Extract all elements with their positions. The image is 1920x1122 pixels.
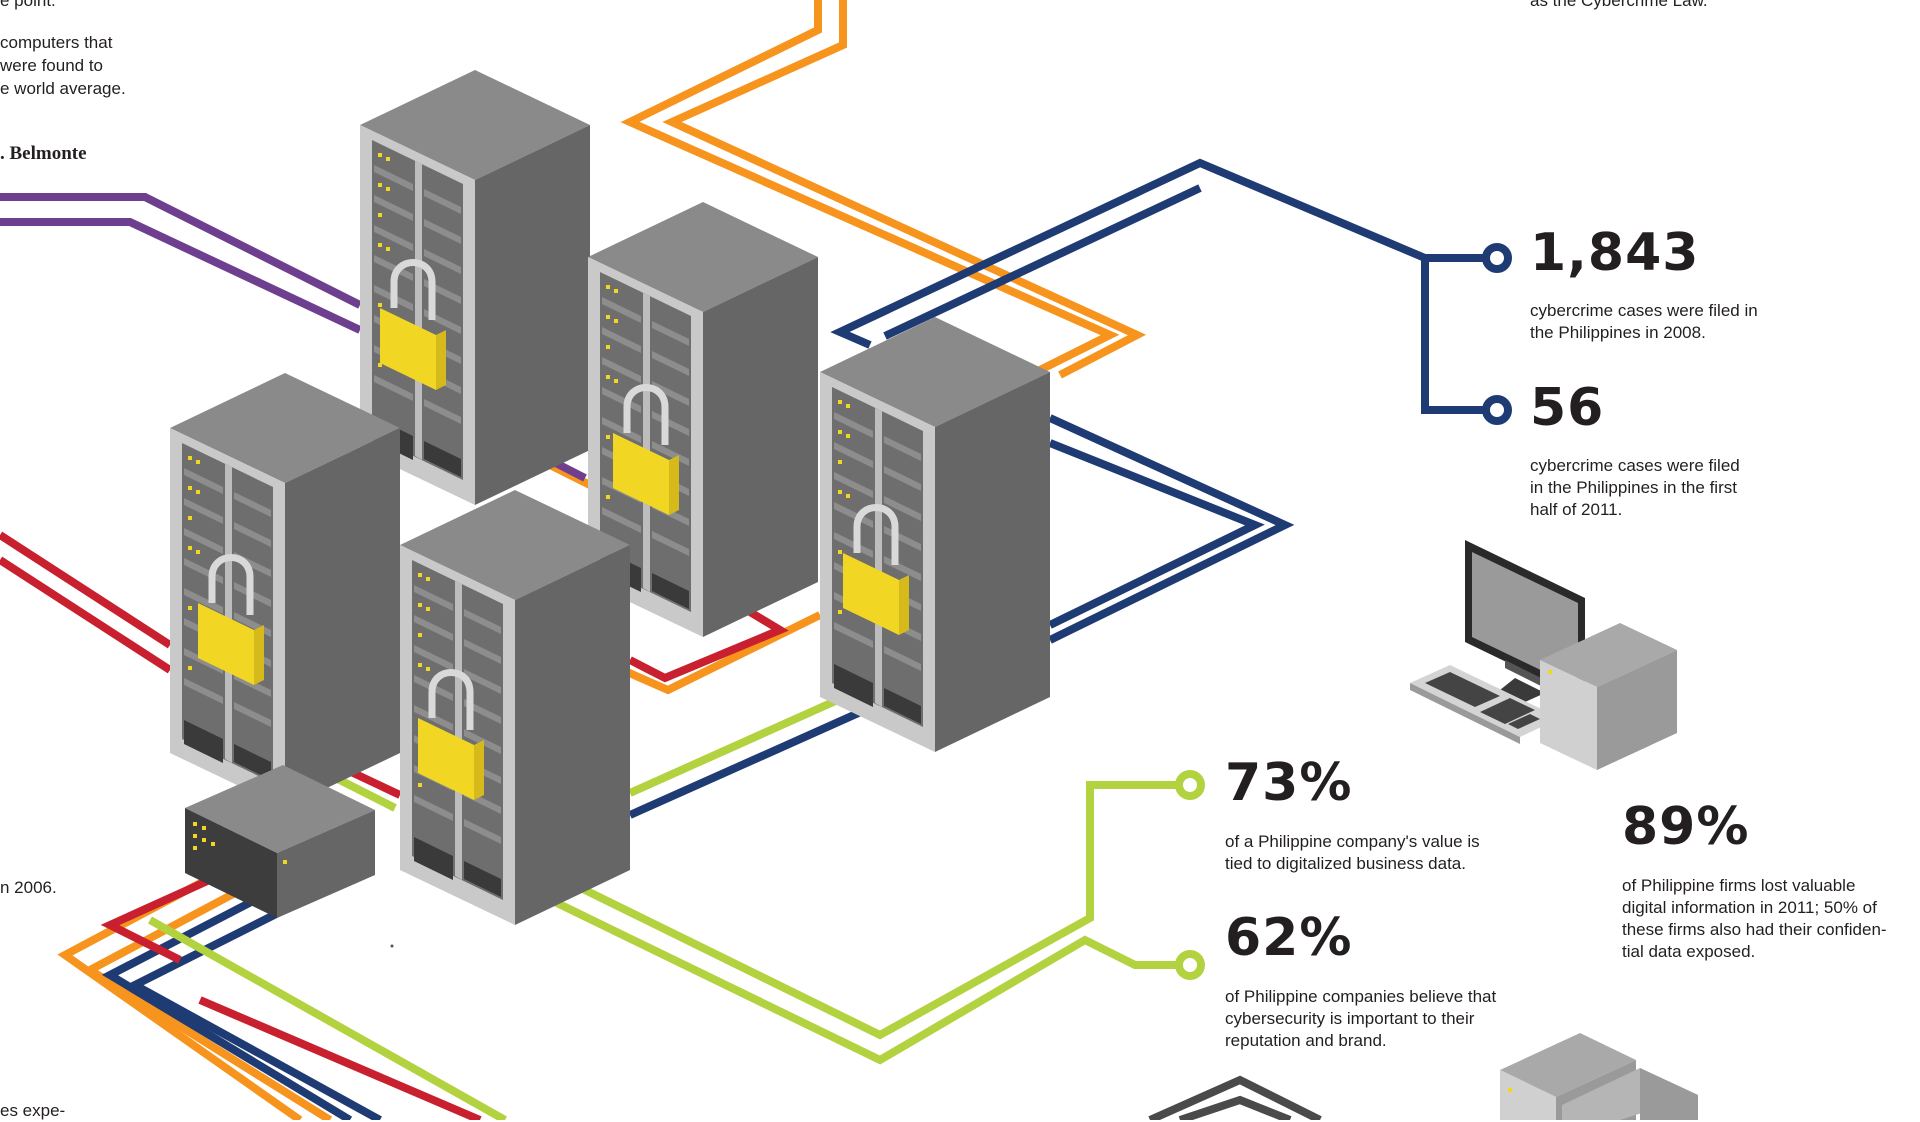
stat-1843-value: 1,843 <box>1530 223 1700 283</box>
stat-73-value: 73% <box>1225 753 1353 813</box>
stat-73-description: of a Philippine company's value is tied … <box>1225 832 1480 873</box>
top-right-text-fragment: as the Cybercrime Law. <box>1530 0 1708 10</box>
network-switch-icon <box>185 765 375 918</box>
stat-56-description: cybercrime cases were filed in the Phili… <box>1530 456 1740 519</box>
left-bottom-line-1: es expe- <box>0 1101 66 1120</box>
bottom-wire-outline <box>1148 1075 1322 1120</box>
left-paragraph-line-3: e world average. <box>0 79 126 98</box>
left-paragraph-line-1: computers that <box>0 33 113 52</box>
left-year-fragment: n 2006. <box>0 878 57 897</box>
stat-89-value: 89% <box>1622 797 1750 857</box>
stat-56-value: 56 <box>1530 378 1605 438</box>
stat-62-value: 62% <box>1225 908 1353 968</box>
left-paragraph-line-2: were found to <box>0 56 104 75</box>
stat-62-description: of Philippine companies believe that cyb… <box>1225 987 1497 1050</box>
desktop-computer-icon <box>1410 540 1677 770</box>
stat-89-description: of Philippine firms lost valuable digita… <box>1622 876 1887 961</box>
left-text-fragment-top: e point. <box>0 0 56 10</box>
stat-1843-description: cybercrime cases were filed in the Phili… <box>1530 301 1758 342</box>
bottom-server-icon <box>1500 1033 1698 1120</box>
author-credit: . Belmonte <box>0 143 87 164</box>
